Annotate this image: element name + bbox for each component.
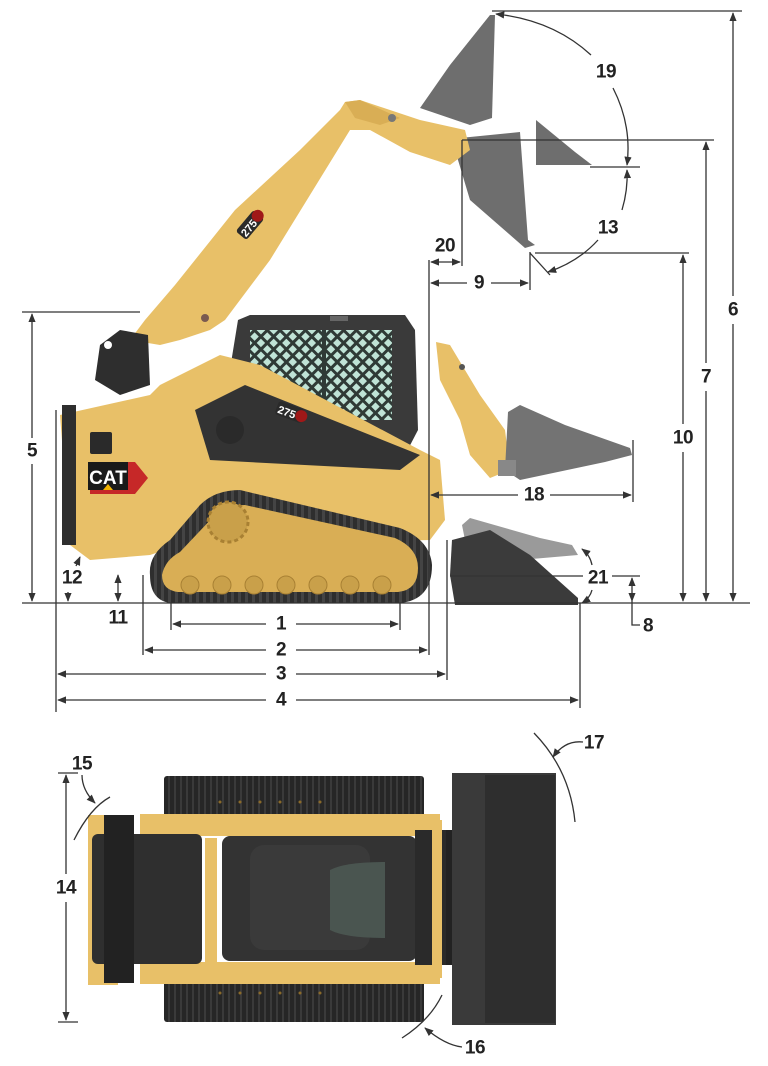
arm-top-upper bbox=[140, 814, 440, 836]
cat-logo: CAT bbox=[88, 462, 148, 494]
arm-top-lower bbox=[140, 962, 440, 984]
dimension-label-3: 3 bbox=[275, 663, 287, 685]
dimension-label-14: 14 bbox=[55, 877, 77, 899]
cat-logo-text: CAT bbox=[89, 468, 127, 489]
dimension-label-17: 17 bbox=[583, 732, 605, 754]
dimension-label-21: 21 bbox=[587, 567, 609, 589]
dimension-label-6: 6 bbox=[727, 299, 739, 321]
dimension-label-18: 18 bbox=[523, 484, 545, 506]
bucket-ground bbox=[450, 518, 578, 605]
dimension-label-11: 11 bbox=[108, 607, 128, 629]
bucket-carry bbox=[498, 405, 632, 480]
dimension-label-20: 20 bbox=[434, 235, 456, 257]
dimension-label-7: 7 bbox=[700, 366, 712, 388]
dimension-label-13: 13 bbox=[597, 217, 619, 239]
dimension-label-16: 16 bbox=[464, 1037, 486, 1059]
model-badge-side-text: 275 bbox=[276, 404, 297, 422]
dimension-lines-side bbox=[22, 10, 742, 712]
side-view: 2 7 5 bbox=[22, 10, 750, 712]
dimension-label-19: 19 bbox=[595, 61, 617, 83]
dimension-label-4: 4 bbox=[275, 689, 287, 711]
dimension-label-5: 5 bbox=[26, 440, 38, 462]
track-top-lower bbox=[164, 980, 424, 1022]
track-top-upper bbox=[164, 776, 424, 818]
rear-grille bbox=[62, 405, 76, 545]
dimension-lines-top bbox=[58, 732, 584, 1048]
lift-arm-carry bbox=[436, 342, 510, 478]
drive-sprocket bbox=[206, 500, 250, 544]
dimension-label-12: 12 bbox=[61, 567, 83, 589]
lift-arm-raised: 275 bbox=[130, 100, 470, 345]
top-view bbox=[58, 732, 584, 1048]
track-side bbox=[149, 490, 433, 603]
dimension-label-10: 10 bbox=[672, 427, 694, 449]
dimension-label-15: 15 bbox=[71, 753, 93, 775]
dimension-label-2: 2 bbox=[275, 639, 287, 661]
dimension-label-9: 9 bbox=[473, 272, 485, 294]
dimension-label-8: 8 bbox=[642, 615, 654, 637]
chassis: 275 CAT bbox=[60, 330, 445, 560]
dimension-label-1: 1 bbox=[275, 613, 287, 635]
raised-bucket-dump bbox=[420, 15, 592, 248]
model-badge-side: 275 bbox=[275, 401, 308, 423]
